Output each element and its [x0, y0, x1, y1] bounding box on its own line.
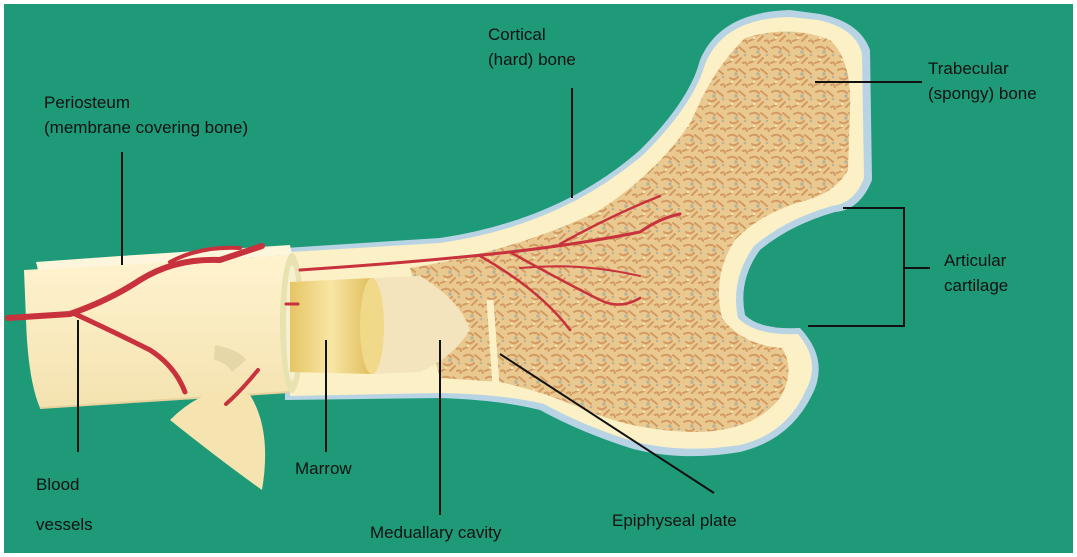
label-vessels: vessels: [36, 512, 93, 537]
label-medullary-cavity: Meduallary cavity: [370, 520, 501, 545]
label-articular-line1: Articular: [944, 248, 1008, 273]
label-epiphyseal-plate: Epiphyseal plate: [612, 508, 737, 533]
label-periosteum-line2: (membrane covering bone): [44, 115, 248, 140]
label-periosteum-line1: Periosteum: [44, 90, 248, 115]
label-trabecular-bone: Trabecular (spongy) bone: [928, 56, 1037, 106]
label-articular-cartilage: Articular cartilage: [944, 248, 1008, 298]
label-blood: Blood: [36, 472, 79, 497]
marrow-cylinder: [290, 278, 372, 374]
label-cortical-bone: Cortical (hard) bone: [488, 22, 576, 72]
shaft: [24, 255, 295, 408]
label-cortical-line1: Cortical: [488, 22, 576, 47]
label-cortical-line2: (hard) bone: [488, 47, 576, 72]
label-trabecular-line1: Trabecular: [928, 56, 1037, 81]
label-trabecular-line2: (spongy) bone: [928, 81, 1037, 106]
label-periosteum: Periosteum (membrane covering bone): [44, 90, 248, 140]
label-articular-line2: cartilage: [944, 273, 1008, 298]
label-marrow: Marrow: [295, 456, 352, 481]
